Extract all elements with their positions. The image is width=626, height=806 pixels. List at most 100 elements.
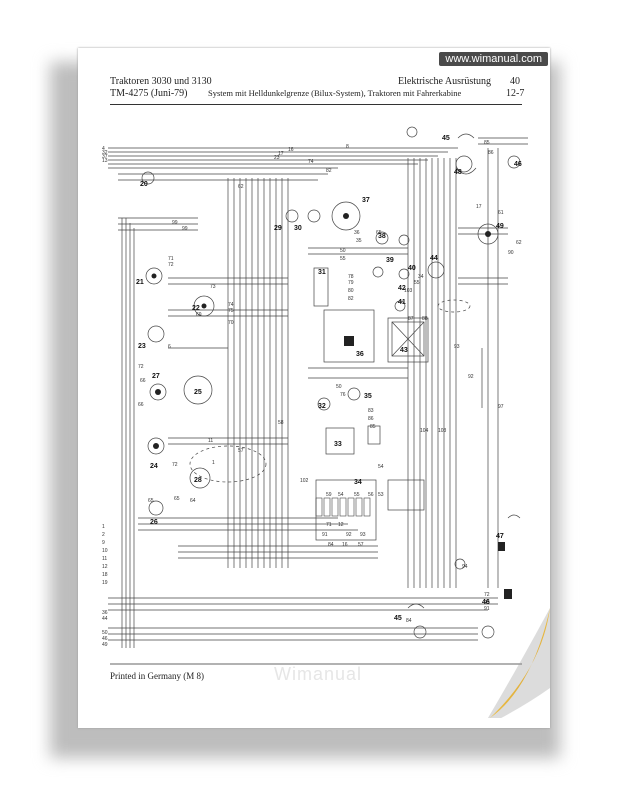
svg-text:84: 84: [406, 618, 412, 624]
label-47: 47: [496, 533, 504, 540]
svg-text:97: 97: [498, 404, 504, 410]
label-26: 26: [150, 519, 158, 526]
label-27: 27: [152, 373, 160, 380]
svg-text:55: 55: [414, 280, 420, 286]
svg-text:62: 62: [516, 240, 522, 246]
svg-text:57: 57: [238, 448, 244, 454]
page-group-number: 40: [510, 76, 520, 87]
svg-text:99: 99: [182, 226, 188, 232]
svg-text:103: 103: [438, 428, 447, 434]
printed-in-footer: Printed in Germany (M 8): [110, 671, 204, 681]
svg-text:37: 37: [102, 154, 108, 160]
svg-text:72: 72: [484, 592, 490, 598]
svg-text:88: 88: [422, 316, 428, 322]
svg-text:36: 36: [102, 610, 108, 616]
svg-text:79: 79: [348, 280, 354, 286]
svg-text:64: 64: [190, 498, 196, 504]
svg-text:66: 66: [140, 378, 146, 384]
svg-text:23: 23: [274, 155, 280, 161]
label-45-bottom: 45: [394, 615, 402, 622]
center-watermark: Wimanual: [274, 664, 363, 684]
svg-text:76: 76: [340, 392, 346, 398]
svg-text:34: 34: [418, 274, 424, 280]
doc-title-line-2: TM-4275 (Juni-79): [110, 88, 188, 99]
svg-text:72: 72: [138, 364, 144, 370]
svg-text:78: 78: [348, 274, 354, 280]
svg-text:94: 94: [462, 564, 468, 570]
label-49: 49: [496, 223, 504, 230]
svg-text:19: 19: [102, 580, 108, 586]
label-23: 23: [138, 343, 146, 350]
svg-text:1: 1: [212, 460, 215, 466]
svg-text:74: 74: [308, 159, 314, 165]
svg-text:18: 18: [102, 572, 108, 578]
label-21: 21: [136, 279, 144, 286]
svg-text:50: 50: [336, 384, 342, 390]
svg-text:87: 87: [408, 316, 414, 322]
section-title: Elektrische Ausrüstung: [398, 76, 492, 87]
svg-text:12: 12: [102, 564, 108, 570]
label-30: 30: [294, 225, 302, 232]
svg-text:103: 103: [404, 288, 413, 294]
svg-text:53: 53: [378, 492, 384, 498]
svg-text:90: 90: [508, 250, 514, 256]
svg-text:71: 71: [326, 522, 332, 528]
label-38: 38: [378, 233, 386, 240]
svg-text:56: 56: [368, 492, 374, 498]
svg-text:85: 85: [484, 140, 490, 146]
label-39: 39: [386, 257, 394, 264]
svg-text:59: 59: [326, 492, 332, 498]
svg-text:91: 91: [484, 606, 490, 612]
svg-text:84: 84: [328, 542, 334, 548]
svg-text:2: 2: [102, 532, 105, 538]
svg-text:82: 82: [348, 296, 354, 302]
svg-text:1: 1: [102, 524, 105, 530]
section-subtitle: System mit Helldunkelgrenze (Bilux-Syste…: [208, 88, 462, 98]
svg-text:70: 70: [228, 320, 234, 326]
svg-text:93: 93: [454, 344, 460, 350]
svg-text:9: 9: [102, 540, 105, 546]
svg-text:82: 82: [326, 168, 332, 174]
svg-text:86: 86: [488, 150, 494, 156]
svg-text:93: 93: [484, 600, 490, 606]
label-46-top: 46: [514, 161, 522, 168]
svg-text:75: 75: [228, 308, 234, 314]
svg-text:99: 99: [172, 220, 178, 226]
svg-text:65: 65: [376, 230, 382, 236]
label-41: 41: [398, 299, 406, 306]
svg-text:17: 17: [278, 151, 284, 157]
svg-text:57: 57: [358, 542, 364, 548]
svg-text:85: 85: [370, 424, 376, 430]
svg-text:49: 49: [102, 642, 108, 648]
label-37: 37: [362, 197, 370, 204]
svg-text:50: 50: [102, 630, 108, 636]
label-33: 33: [334, 441, 342, 448]
svg-text:55: 55: [354, 492, 360, 498]
site-watermark: www.wimanual.com: [439, 52, 548, 66]
svg-text:17: 17: [476, 204, 482, 210]
svg-text:72: 72: [168, 262, 174, 268]
svg-text:44: 44: [102, 616, 108, 622]
svg-text:10: 10: [102, 548, 108, 554]
label-31: 31: [318, 269, 326, 276]
svg-text:102: 102: [300, 478, 309, 484]
svg-text:65: 65: [148, 498, 154, 504]
label-29: 29: [274, 225, 282, 232]
svg-text:72: 72: [172, 462, 178, 468]
svg-text:91: 91: [322, 532, 328, 538]
svg-text:92: 92: [346, 532, 352, 538]
label-34: 34: [354, 479, 362, 486]
label-40: 40: [408, 265, 416, 272]
label-22: 22: [192, 305, 200, 312]
label-43: 43: [400, 347, 408, 354]
svg-text:55: 55: [340, 256, 346, 262]
label-45-top: 45: [442, 135, 450, 142]
doc-title-line-1: Traktoren 3030 und 3130: [110, 76, 212, 87]
svg-text:46: 46: [102, 636, 108, 642]
svg-text:62: 62: [238, 184, 244, 190]
page-curl-graphic: [487, 608, 550, 718]
svg-text:54: 54: [378, 464, 384, 470]
label-36: 36: [356, 351, 364, 358]
label-48: 48: [454, 169, 462, 176]
